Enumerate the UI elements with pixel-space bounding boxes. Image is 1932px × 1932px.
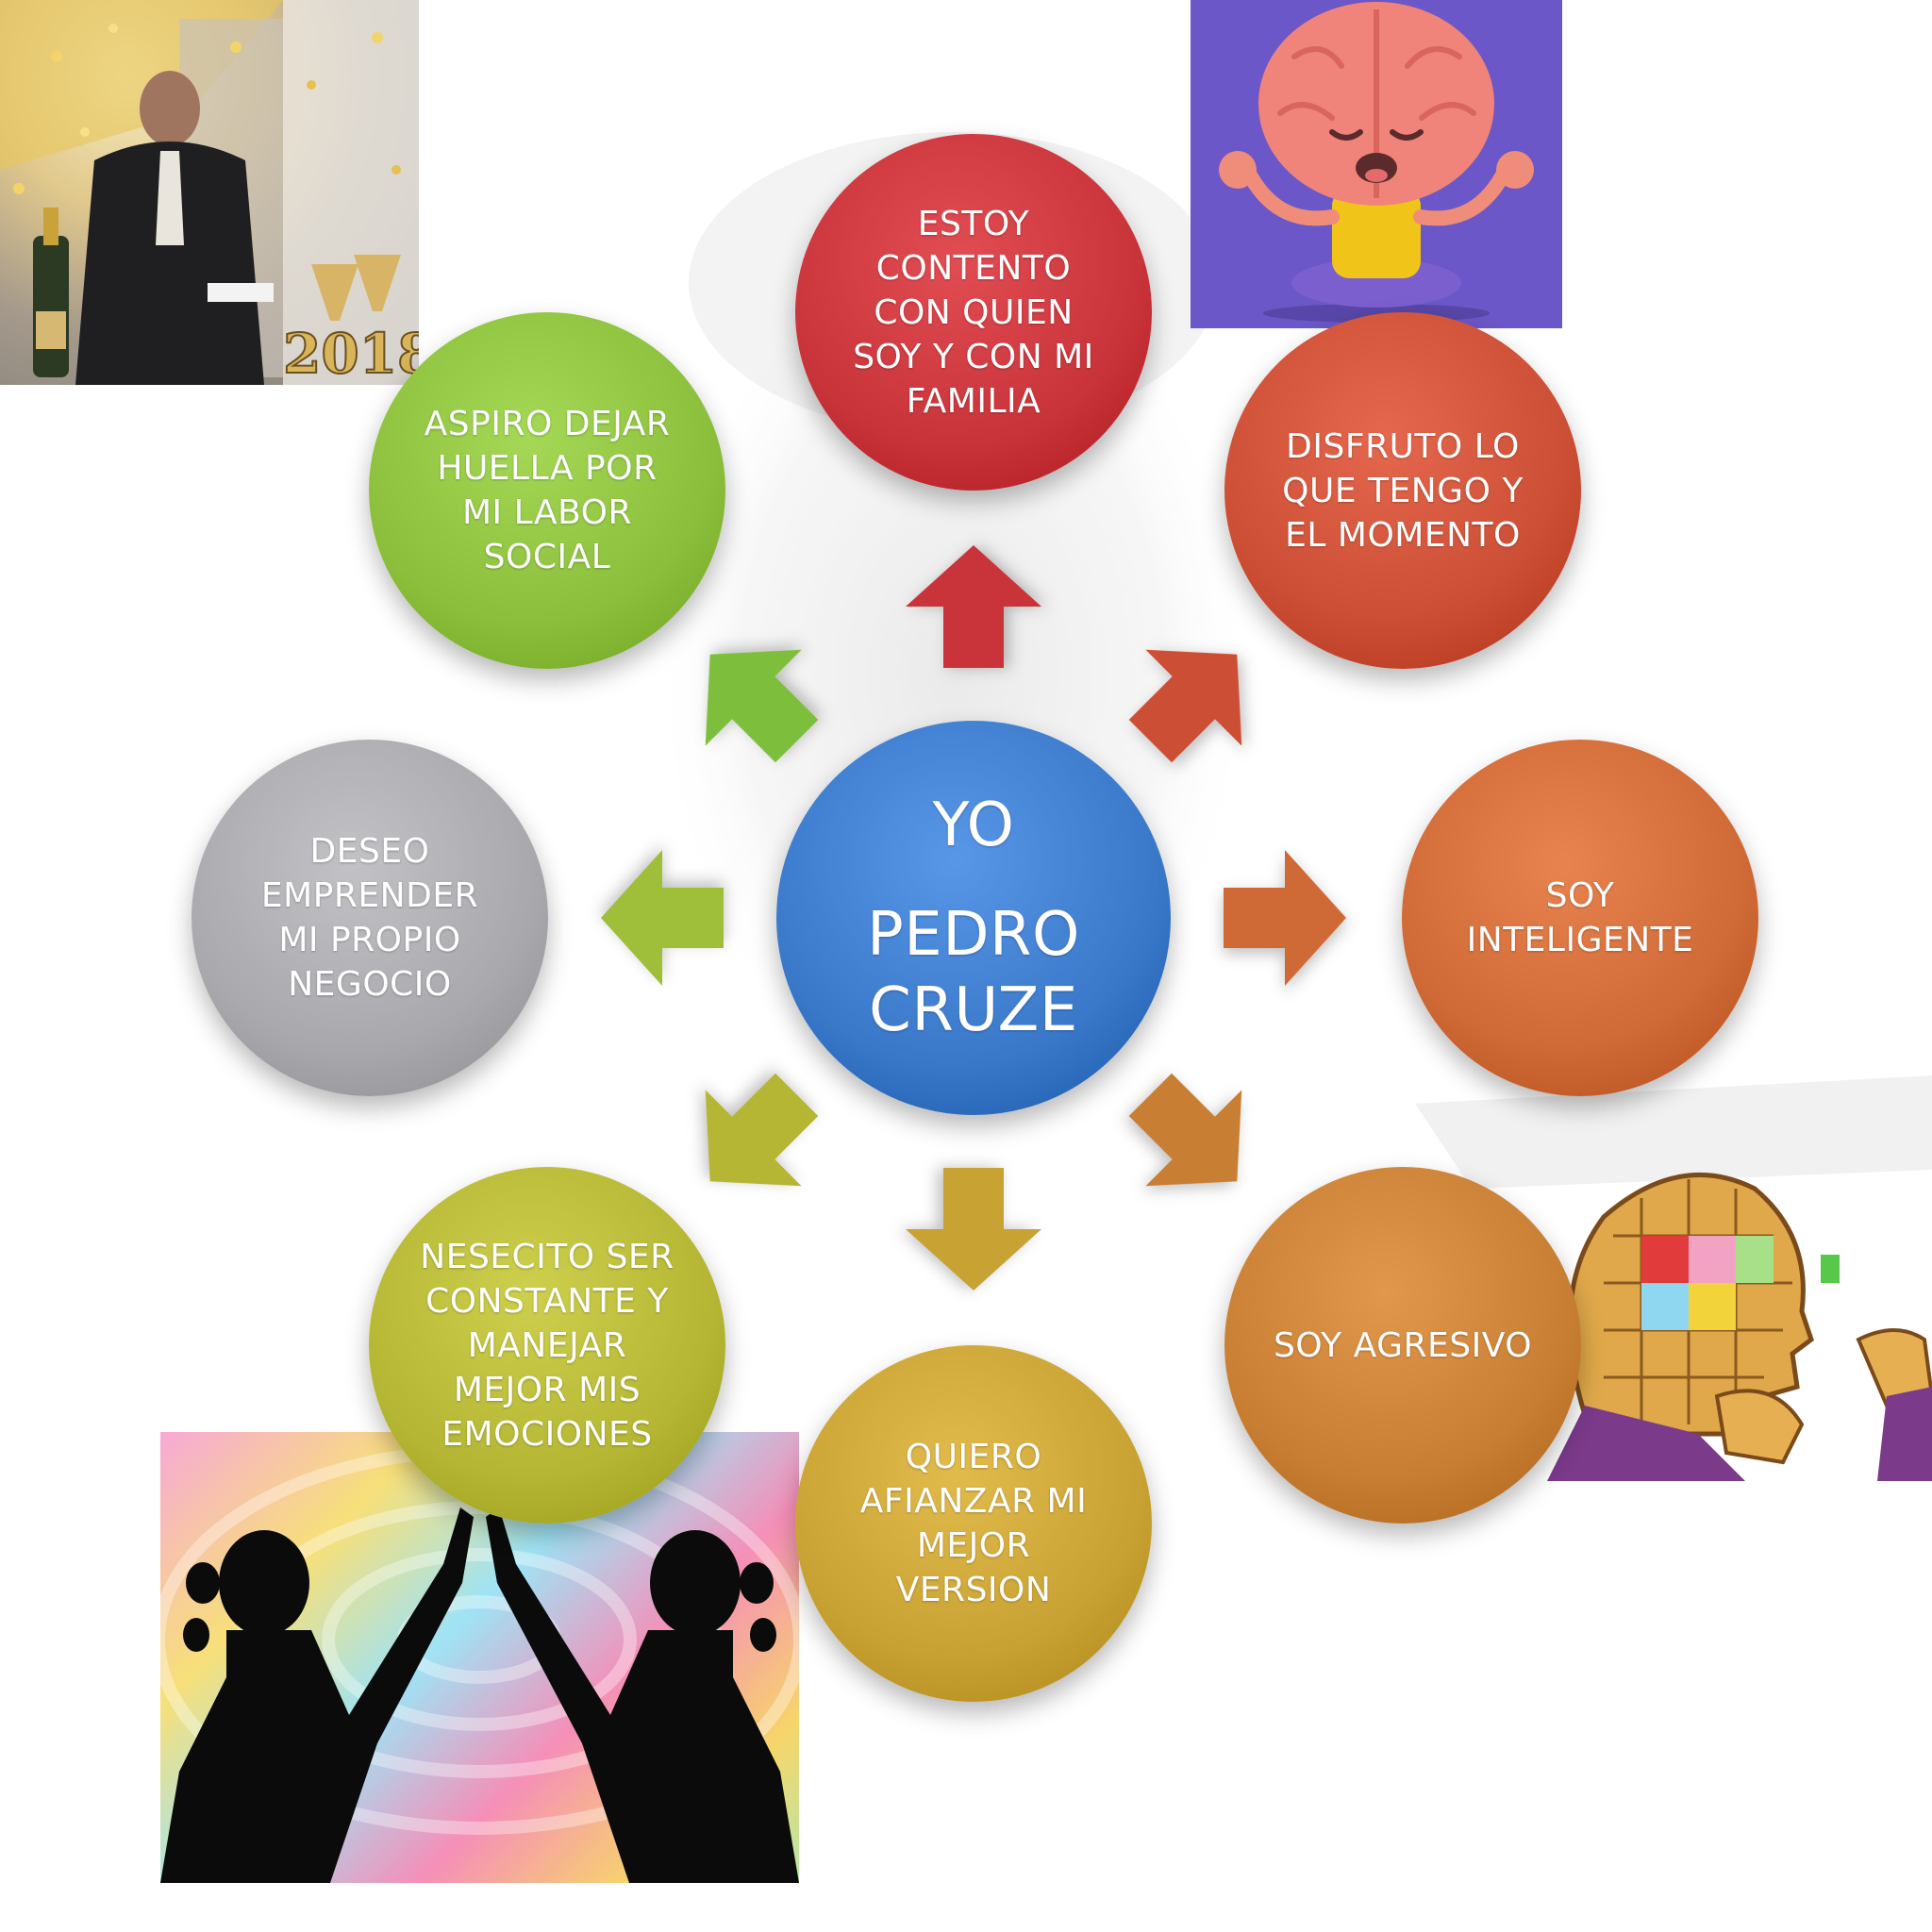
arrow-bottom [906,1168,1041,1291]
arrow-bottom-left [705,1073,819,1187]
bubble-quiero-afianzar-text: QUIERO AFIANZAR MI MEJOR VERSION [859,1438,1088,1609]
arrow-right [1224,850,1346,986]
bubble-estoy-contento-text: ESTOY CONTENTO CON QUIEN SOY Y CON MI FA… [853,204,1094,421]
arrow-left [601,850,724,986]
center-label-name: PEDRO CRUZE [867,900,1080,1045]
center-label-yo: YO [932,791,1015,860]
arrow-bottom-left-shape [705,1073,819,1187]
arrow-bottom-right-shape [1128,1073,1242,1187]
bubble-disfruto-text: DISFRUTO LO QUE TENGO Y EL MOMENTO [1282,426,1524,555]
bubble-quiero-afianzar: QUIERO AFIANZAR MI MEJOR VERSION [795,1345,1152,1702]
bubble-soy-inteligente-text: SOY INTELIGENTE [1466,876,1694,959]
puzzle-head-illustration [1528,1151,1932,1481]
bubble-disfruto: DISFRUTO LO QUE TENGO Y EL MOMENTO [1224,312,1581,669]
bubble-soy-agresivo-text: SOY AGRESIVO [1273,1325,1533,1365]
bubble-estoy-contento: ESTOY CONTENTO CON QUIEN SOY Y CON MI FA… [795,134,1152,491]
celebration-photo: 2018 [0,0,419,385]
arrow-top-right [1128,649,1242,763]
arrow-right-shape [1224,850,1346,986]
arrow-top-left-shape [705,649,819,763]
meditating-brain-illustration [1191,0,1562,328]
arrow-top-shape [906,545,1041,668]
bubble-soy-agresivo: SOY AGRESIVO [1224,1167,1581,1524]
arrow-top-right-shape [1128,649,1242,763]
bubble-nesecito-ser: NESECITO SER CONSTANTE Y MANEJAR MEJOR M… [369,1167,725,1524]
bubble-soy-inteligente: SOY INTELIGENTE [1402,740,1758,1096]
arrow-left-shape [601,850,724,986]
arrow-bottom-right [1128,1073,1242,1187]
arrow-bottom-shape [906,1168,1041,1291]
celebration-photo-illustration: 2018 [0,0,419,385]
bubble-nesecito-ser-text: NESECITO SER CONSTANTE Y MANEJAR MEJOR M… [420,1237,675,1454]
brain-illustration-art [1219,2,1534,323]
puzzle-head-art [1547,1172,1932,1481]
bubble-deseo-emprender: DESEO EMPRENDER MI PROPIO NEGOCIO [192,740,548,1096]
bubble-deseo-emprender-text: DESEO EMPRENDER MI PROPIO NEGOCIO [260,832,479,1004]
arrow-top [906,545,1041,668]
celebration-year: 2018 [283,322,419,385]
center-bubble-yo-pedro-cruze: YO PEDRO CRUZE [776,721,1171,1115]
bubble-aspiro-dejar-huella-text: ASPIRO DEJAR HUELLA POR MI LABOR SOCIAL [424,405,671,576]
bubble-aspiro-dejar-huella: ASPIRO DEJAR HUELLA POR MI LABOR SOCIAL [369,312,725,669]
arrow-top-left [705,649,819,763]
